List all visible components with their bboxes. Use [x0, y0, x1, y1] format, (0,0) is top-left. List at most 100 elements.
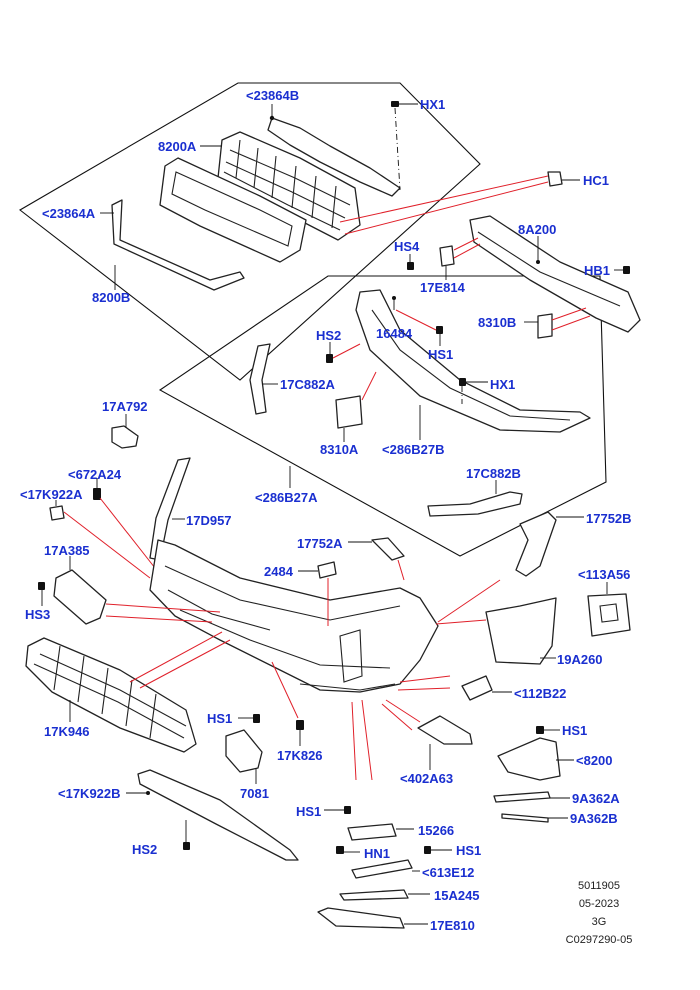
- bracket-17A792: [111, 425, 139, 449]
- bracket-17E814: [439, 245, 455, 267]
- nut-hn1: [336, 846, 344, 854]
- clip-17K826: [296, 720, 304, 730]
- bolt-hs3: [38, 582, 45, 590]
- pad-8310A: [335, 395, 363, 429]
- label-16484: 16484: [376, 326, 413, 341]
- callout-17E814-b: [453, 243, 481, 259]
- tow-eye-cover-2484: [317, 561, 337, 579]
- bolt-hs1-mid: [436, 326, 443, 334]
- label-402A63: <402A63: [400, 771, 454, 786]
- label-15266: 15266: [418, 823, 455, 838]
- label-613E12: <613E12: [422, 865, 475, 880]
- hx1-top-axis: [394, 107, 401, 191]
- clip-672A24: [93, 488, 101, 500]
- dot-8A200: [536, 260, 540, 264]
- label-hx1-top: HX1: [420, 97, 446, 112]
- grille-lower-seal-23864A: [111, 199, 245, 291]
- trim-613E12: [351, 859, 413, 879]
- licence-plate-bracket-17A385: [53, 569, 107, 625]
- reinforcement-17752A: [371, 537, 405, 561]
- label-17K946: 17K946: [44, 724, 90, 739]
- bolt-hs1-low: [253, 714, 260, 723]
- trim-15A245: [339, 889, 409, 901]
- upper-grille-group-frame: [19, 82, 481, 381]
- label-hs2-mid: HS2: [316, 328, 342, 343]
- lower-grille-carrier-286B27B: [355, 289, 591, 433]
- reinforcement-17752B: [515, 511, 557, 577]
- label-17C882B: 17C882B: [466, 466, 521, 481]
- callout-bottom-b: [361, 699, 373, 781]
- label-7081: 7081: [240, 786, 269, 801]
- label-17E814: 17E814: [420, 280, 465, 295]
- label-17752B: 17752B: [586, 511, 632, 526]
- label-hs3: HS3: [25, 607, 51, 622]
- bumper-beam-rib: [477, 231, 621, 307]
- callout-hs1-mid: [395, 309, 437, 331]
- label-17A385: 17A385: [44, 543, 90, 558]
- lower-grille-8200: [497, 737, 561, 781]
- clip-17K922A: [49, 505, 65, 521]
- front-bumper-cover: [149, 539, 439, 693]
- label-hn1: HN1: [364, 846, 391, 861]
- callout-17K946-b: [139, 639, 231, 689]
- bolt-hs1-bottom: [344, 806, 351, 814]
- reference-date: 05-2023: [578, 898, 620, 910]
- callout-17A385-a: [105, 603, 221, 613]
- callout-8310A: [361, 371, 377, 401]
- label-17752A: 17752A: [297, 536, 343, 551]
- bolt-hs2-bottom: [183, 842, 190, 850]
- label-286B27B: <286B27B: [382, 442, 445, 457]
- label-113A56: <113A56: [578, 567, 631, 582]
- dot-17K922B: [146, 791, 150, 795]
- label-9A362B: 9A362B: [570, 811, 618, 826]
- callout-17K826: [271, 661, 299, 719]
- label-hx1-mid: HX1: [490, 377, 516, 392]
- trim-17E810: [317, 907, 405, 929]
- label-hs2-bottom: HS2: [132, 842, 158, 857]
- label-17C882A: 17C882A: [280, 377, 335, 392]
- cover-402A63: [417, 715, 473, 745]
- bracket-15266: [347, 823, 397, 841]
- bolt-hs4: [407, 262, 414, 270]
- label-hs1-low: HS1: [207, 711, 233, 726]
- clip-hc1: [547, 171, 563, 187]
- callout-112B22-b: [397, 687, 451, 691]
- bumper-beam-8A200: [469, 215, 641, 333]
- label-hb1: HB1: [584, 263, 611, 278]
- trim-strip-9A362B: [501, 813, 549, 823]
- callout-hs2-mid: [332, 343, 361, 359]
- label-hs1-bottom2: HS1: [456, 843, 482, 858]
- bracket-113A56-cutout: [599, 603, 619, 623]
- grille-surround-inner: [171, 171, 293, 247]
- trim-strip-9A362A: [493, 791, 551, 803]
- label-8200: <8200: [576, 753, 613, 768]
- grille-upper-seal-23864B: [267, 117, 401, 197]
- label-8200B: 8200B: [92, 290, 131, 305]
- label-9A362A: 9A362A: [572, 791, 620, 806]
- label-17K922A: <17K922A: [20, 487, 83, 502]
- label-23864A: <23864A: [42, 206, 96, 221]
- lower-grille-mesh-17K946: [25, 637, 197, 753]
- callout-8310B-a: [551, 307, 587, 321]
- callout-402A63-a: [385, 699, 421, 723]
- reference-drawing-id: C0297290-05: [565, 934, 633, 946]
- label-672A24: <672A24: [68, 467, 122, 482]
- callout-8310B-b: [551, 315, 591, 331]
- bolt-hs2-mid: [326, 354, 333, 363]
- grille-surround-frame: [159, 157, 307, 263]
- label-hs1-right: HS1: [562, 723, 588, 738]
- callout-17752B: [437, 579, 501, 623]
- undertray-17K922B: [137, 769, 299, 861]
- callout-17K946-a: [129, 631, 223, 683]
- callout-17A385-b: [105, 615, 213, 623]
- bracket-113A56: [587, 593, 631, 637]
- callout-19A260: [435, 619, 487, 625]
- bolt-hs1-right: [536, 726, 544, 734]
- bracket-7081: [225, 729, 263, 773]
- bolt-hs1-bottom2: [424, 846, 431, 854]
- callout-112B22-a: [399, 675, 451, 683]
- label-15A245: 15A245: [434, 888, 480, 903]
- label-8310B: 8310B: [478, 315, 517, 330]
- label-2484: 2484: [264, 564, 293, 579]
